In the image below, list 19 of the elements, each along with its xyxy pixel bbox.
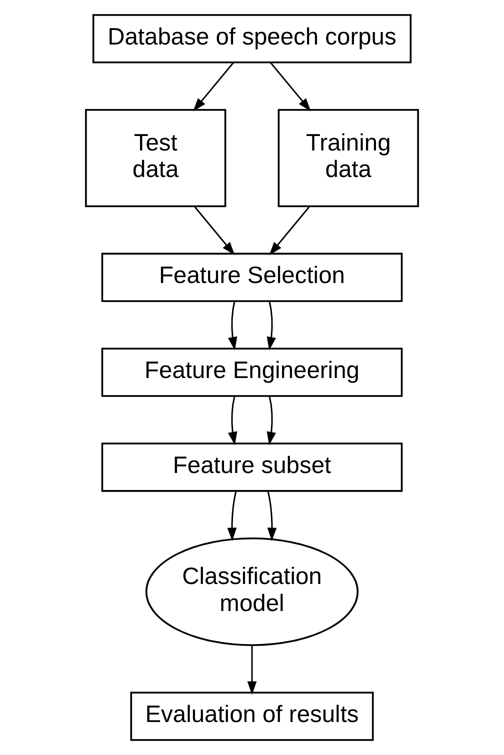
arrow — [247, 646, 257, 695]
arrow — [270, 62, 311, 112]
node-box: Feature subset — [101, 442, 403, 492]
node-box: Training data — [278, 108, 419, 208]
arrow — [228, 396, 238, 446]
arrow — [269, 206, 310, 256]
node-box: Test data — [85, 108, 226, 208]
node-box: Evaluation of results — [130, 692, 374, 741]
arrow — [227, 490, 237, 542]
arrow — [193, 62, 234, 112]
arrow — [266, 301, 276, 350]
node-box: Database of speech corpus — [92, 14, 412, 64]
arrow — [266, 396, 276, 446]
arrow — [228, 301, 238, 350]
arrow — [267, 490, 277, 542]
node-ellipse: Classification model — [145, 538, 359, 646]
node-box: Feature Engineering — [101, 348, 403, 397]
arrow — [194, 206, 235, 256]
node-box: Feature Selection — [101, 252, 403, 302]
